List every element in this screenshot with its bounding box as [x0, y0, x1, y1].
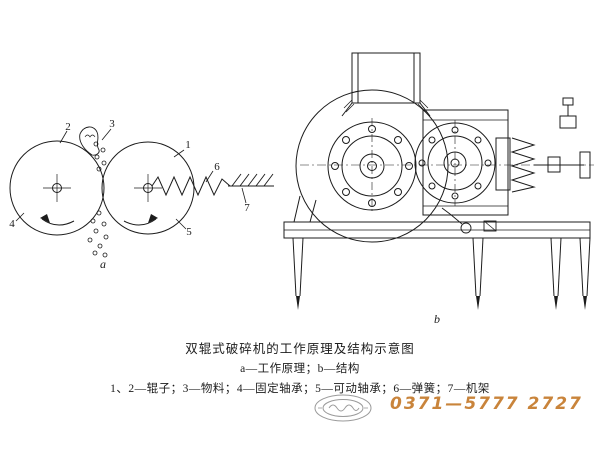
rotation-arrow-left: [40, 214, 50, 223]
legs: [292, 237, 591, 310]
roller-end-right: [414, 120, 496, 206]
figure-title: 双辊式破碎机的工作原理及结构示意图: [185, 342, 415, 356]
watermark-logo-icon: [314, 394, 372, 422]
figure-subtitle: a—工作原理；b—结构: [240, 363, 360, 375]
base-bracket: [441, 207, 497, 234]
spring-symbol: [151, 175, 231, 197]
figure-legend: 1、2—辊子；3—物料；4—固定轴承；5—可动轴承；6—弹簧；7—机架: [110, 383, 490, 395]
frame-ground-symbol: [228, 173, 274, 187]
material-chute: [79, 126, 100, 156]
diagram-b: b: [283, 52, 594, 326]
callout-1: 1: [185, 139, 191, 151]
callout-3: 3: [109, 118, 115, 130]
leader-lines-a: [15, 128, 247, 230]
roller-end-left: [327, 118, 417, 214]
callout-6: 6: [214, 161, 220, 173]
bearing-spring-assembly: [495, 97, 591, 193]
callout-5: 5: [186, 226, 192, 238]
part-a-label: a: [100, 257, 106, 271]
diagram-a: 2 3 1 6 7 4 5 a: [9, 118, 274, 271]
material-particles: [87, 141, 109, 258]
housing: [295, 89, 449, 243]
body-frame: [422, 109, 509, 216]
part-b-label: b: [434, 312, 440, 326]
roller-left: [9, 140, 105, 236]
callout-7: 7: [244, 202, 250, 214]
callout-2: 2: [65, 121, 71, 133]
callout-4: 4: [9, 218, 15, 230]
watermark-phone: 0371—5777 2727: [390, 394, 583, 414]
roller-right: [101, 141, 195, 235]
rotation-arrow-right: [148, 214, 158, 223]
base-beam: [283, 195, 591, 239]
technical-diagram: 2 3 1 6 7 4 5 a: [9, 52, 594, 326]
watermark: 0371—5777 2727: [0, 392, 600, 424]
hopper: [341, 52, 431, 117]
